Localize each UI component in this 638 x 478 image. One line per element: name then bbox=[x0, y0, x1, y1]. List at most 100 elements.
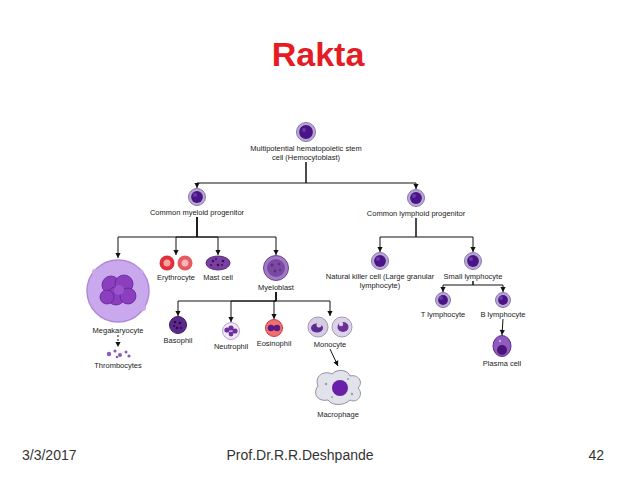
connector-line bbox=[306, 162, 416, 189]
arrow-head bbox=[334, 360, 339, 366]
cell-node: Mast cell bbox=[198, 255, 238, 282]
cell-node: Multipotential hematopoietic stem cell (… bbox=[246, 122, 366, 162]
cell-label: Megakaryocyte bbox=[73, 326, 163, 335]
cell-label: Mast cell bbox=[198, 273, 238, 282]
cell-label: T lymphocyte bbox=[415, 310, 471, 319]
connector-line bbox=[197, 162, 306, 188]
lineage-arrow bbox=[306, 162, 419, 189]
cell-node: Small lymphocyte bbox=[433, 252, 513, 281]
cell-icon bbox=[83, 258, 153, 324]
cell-node: Myeloblast bbox=[251, 255, 301, 292]
connector-line bbox=[118, 335, 119, 347]
arrow-head bbox=[327, 311, 332, 316]
connector-line bbox=[118, 217, 197, 258]
cell-node: B lymphocyte bbox=[475, 292, 531, 319]
cell-icon bbox=[187, 188, 207, 206]
cell-node: Eosinophil bbox=[252, 319, 296, 348]
arrow-head bbox=[470, 247, 475, 252]
lineage-arrow bbox=[173, 217, 197, 255]
connector-line bbox=[276, 292, 330, 316]
cell-icon bbox=[168, 316, 188, 334]
lineage-arrow bbox=[197, 217, 279, 255]
cell-icon bbox=[370, 252, 390, 270]
arrow-head bbox=[440, 287, 445, 292]
lineage-arrow bbox=[440, 281, 473, 292]
lineage-arrow bbox=[228, 292, 276, 322]
cell-icon bbox=[295, 122, 317, 142]
lineage-arrow bbox=[473, 281, 506, 292]
cell-node: Monocyte bbox=[305, 316, 355, 349]
cell-node: T lymphocyte bbox=[415, 292, 471, 319]
connector-line bbox=[330, 349, 338, 366]
cell-icon bbox=[434, 292, 452, 308]
cell-node: Megakaryocyte bbox=[73, 258, 163, 335]
connector-line bbox=[197, 217, 218, 255]
slide-date: 3/3/2017 bbox=[22, 447, 142, 463]
connector-line bbox=[416, 218, 473, 252]
connector-line bbox=[176, 217, 197, 255]
cell-icon bbox=[463, 252, 483, 270]
arrow-head bbox=[115, 253, 120, 258]
cell-label: Erythrocyte bbox=[151, 273, 201, 282]
arrow-head bbox=[377, 247, 382, 252]
cell-icon bbox=[103, 347, 133, 359]
cell-icon bbox=[158, 255, 194, 271]
lineage-arrow bbox=[416, 218, 476, 252]
lineage-arrow bbox=[194, 162, 306, 188]
cell-node: Erythrocyte bbox=[151, 255, 201, 282]
cell-icon bbox=[406, 189, 426, 207]
lineage-arrow bbox=[115, 217, 197, 258]
cell-node: Common lymphoid progenitor bbox=[341, 189, 491, 218]
arrow-head bbox=[413, 184, 418, 189]
cell-node: Thrombocytes bbox=[88, 347, 148, 370]
arrow-head bbox=[500, 287, 505, 292]
arrow-head bbox=[273, 250, 278, 255]
cell-label: Thrombocytes bbox=[88, 361, 148, 370]
cell-node: Neutrophil bbox=[209, 322, 253, 351]
arrow-head bbox=[194, 183, 199, 188]
lineage-arrow bbox=[271, 292, 276, 319]
cell-label: Multipotential hematopoietic stem cell (… bbox=[246, 144, 366, 162]
connector-line bbox=[502, 319, 503, 335]
cell-label: B lymphocyte bbox=[475, 310, 531, 319]
cell-label: Neutrophil bbox=[209, 342, 253, 351]
connector-line bbox=[178, 292, 276, 316]
cell-icon bbox=[204, 255, 232, 271]
arrow-head bbox=[228, 317, 233, 322]
arrow-head bbox=[175, 311, 180, 316]
lineage-arrow bbox=[330, 349, 338, 366]
cell-label: Common lymphoid progenitor bbox=[341, 209, 491, 218]
cell-label: Natural killer cell (Large granular lymp… bbox=[325, 272, 435, 290]
lineage-arrow bbox=[175, 292, 276, 316]
arrow-head bbox=[115, 342, 120, 347]
slide-author: Prof.Dr.R.R.Deshpande bbox=[200, 447, 400, 463]
cell-icon bbox=[494, 292, 512, 308]
arrow-head bbox=[173, 250, 178, 255]
connector-line bbox=[274, 292, 276, 319]
cell-icon bbox=[261, 255, 291, 281]
connector-line bbox=[197, 217, 276, 255]
cell-icon bbox=[221, 322, 241, 340]
cell-icon bbox=[307, 316, 353, 338]
cell-node: Common myeloid progenitor bbox=[122, 188, 272, 217]
cell-label: Myeloblast bbox=[251, 283, 301, 292]
lineage-arrow bbox=[500, 319, 505, 335]
connector-line bbox=[473, 281, 503, 292]
lineage-arrow bbox=[115, 335, 120, 347]
cell-icon bbox=[264, 319, 284, 337]
cell-node: Natural killer cell (Large granular lymp… bbox=[325, 252, 435, 290]
cell-label: Macrophage bbox=[308, 410, 368, 419]
lineage-arrow bbox=[377, 218, 416, 252]
cell-label: Small lymphocyte bbox=[433, 272, 513, 281]
cell-label: Basophil bbox=[158, 336, 198, 345]
cell-node: Macrophage bbox=[308, 366, 368, 419]
cell-icon bbox=[492, 335, 512, 357]
cell-label: Monocyte bbox=[305, 340, 355, 349]
arrow-head bbox=[215, 250, 220, 255]
lineage-arrow bbox=[197, 217, 221, 255]
connector-line bbox=[380, 218, 416, 252]
cell-icon bbox=[310, 366, 366, 408]
arrow-head bbox=[271, 314, 276, 319]
